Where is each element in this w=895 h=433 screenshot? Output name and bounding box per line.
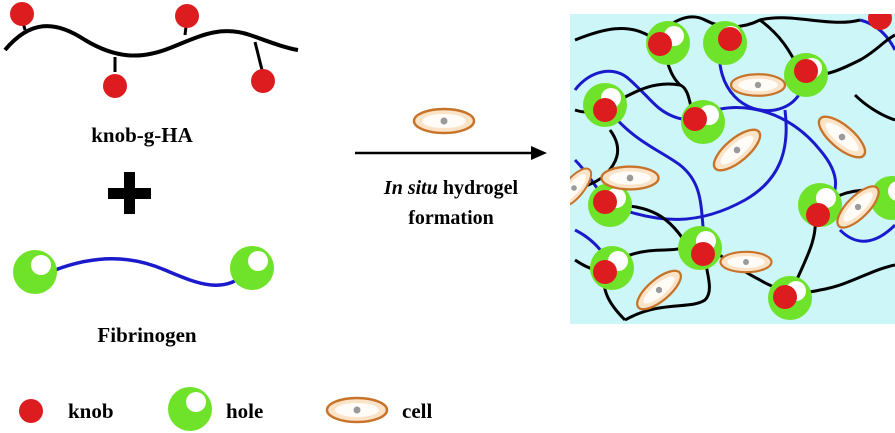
knob-icon	[251, 69, 275, 93]
reaction-arrow	[355, 146, 547, 160]
knob-icon	[691, 242, 715, 266]
knob-icon	[868, 14, 892, 30]
knob-icon	[593, 98, 617, 122]
knob-icon	[773, 285, 797, 309]
hydrogel-network	[570, 14, 895, 324]
knob-icon	[175, 4, 199, 28]
caption-italic: In situ	[383, 177, 438, 199]
knob-icon	[683, 107, 707, 131]
knob-icon	[648, 32, 672, 56]
arrow-caption-line2: formation	[408, 207, 494, 229]
arrow-caption-line1: In situ hydrogel	[383, 177, 519, 199]
fibrinogen-chain	[54, 257, 252, 287]
hole-icon	[230, 246, 274, 290]
knob-icon	[718, 27, 742, 51]
legend-label-hole: hole	[226, 399, 263, 423]
knob-icon	[10, 2, 34, 26]
legend-label-knob: knob	[68, 399, 114, 423]
ha-chain	[3, 24, 299, 58]
knob-icon	[593, 190, 617, 214]
fibrinogen-label: Fibrinogen	[97, 323, 196, 347]
cell-icon	[412, 107, 476, 135]
knob-icon	[806, 203, 830, 227]
cell-icon	[325, 396, 389, 424]
polymer-label: knob-g-HA	[91, 123, 193, 147]
cell-icon	[729, 73, 787, 97]
fibrinogen-molecule	[13, 246, 274, 294]
cell-icon	[719, 250, 773, 274]
knob-icon	[19, 399, 43, 423]
knob-g-ha-polymer	[3, 2, 299, 98]
caption-rest: hydrogel	[438, 177, 519, 199]
legend-label-cell: cell	[402, 399, 432, 423]
plus-icon	[108, 172, 151, 214]
hole-icon	[13, 250, 57, 294]
legend: knob hole cell	[19, 387, 432, 431]
knob-icon	[103, 74, 127, 98]
knob-icon	[593, 260, 617, 284]
cell-icon	[600, 165, 660, 191]
hole-icon	[168, 387, 212, 431]
knob-icon	[794, 59, 818, 83]
